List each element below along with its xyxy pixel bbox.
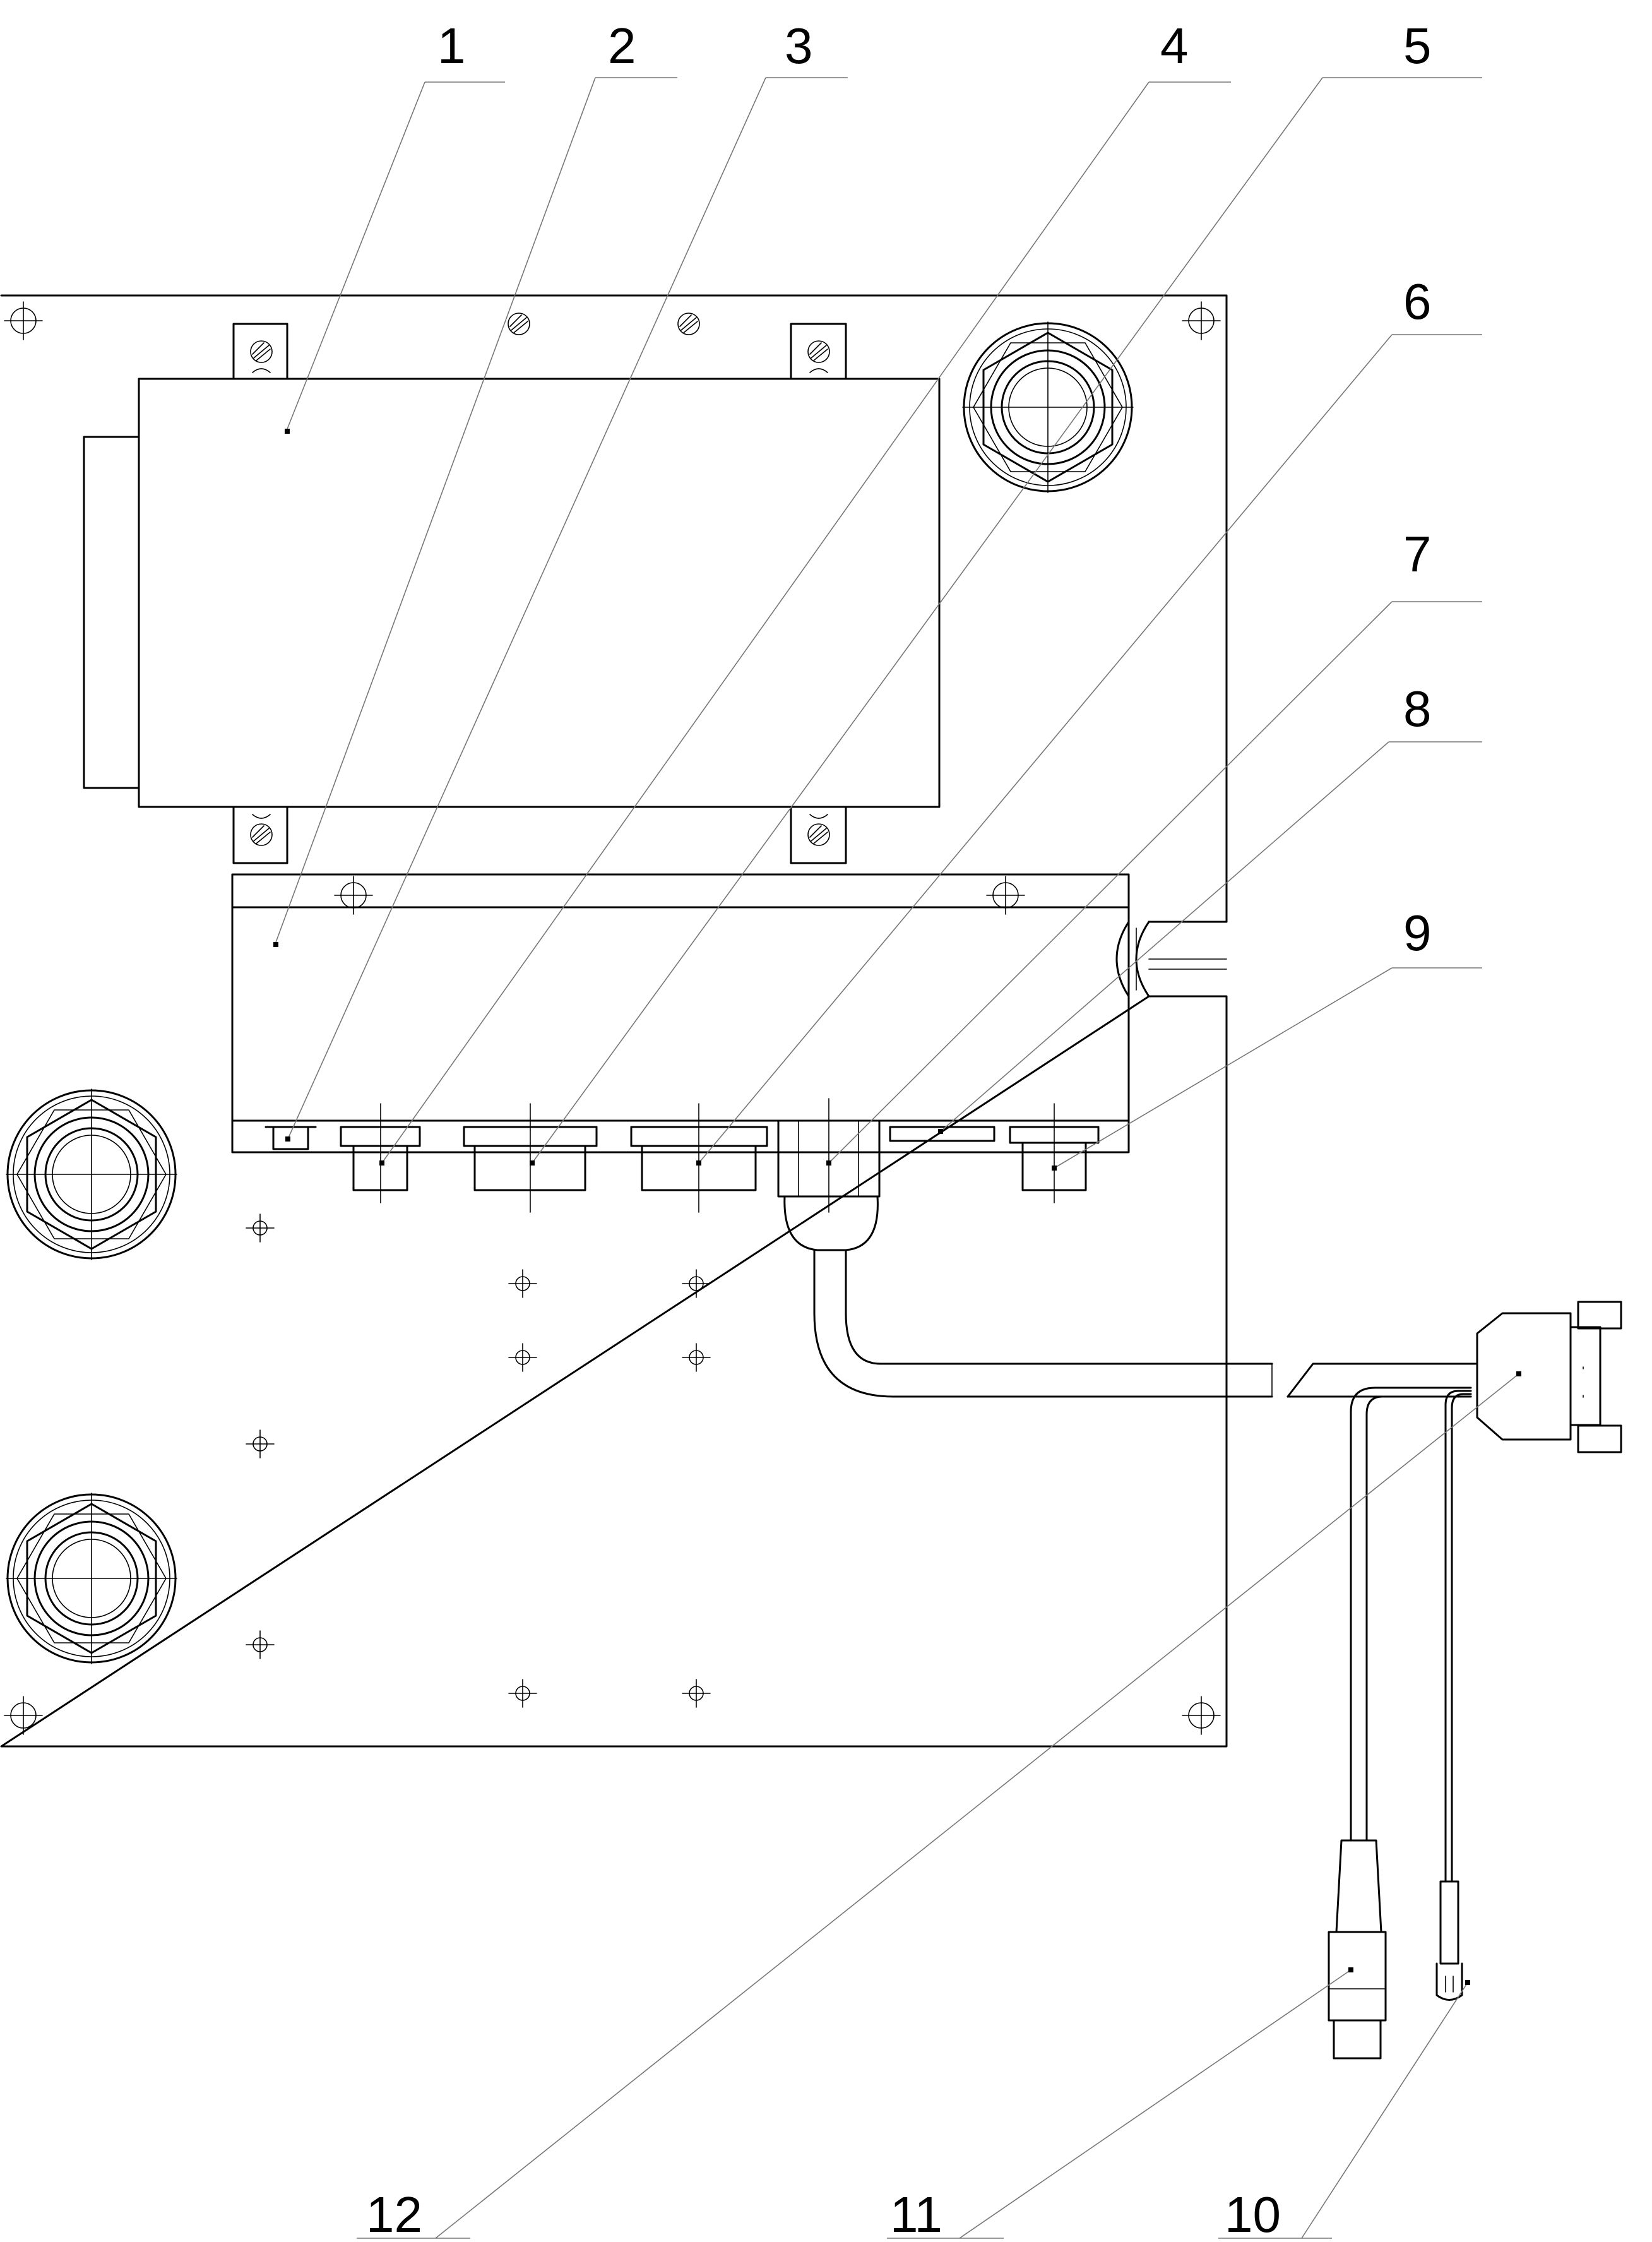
- transformer-unit: [83, 313, 941, 864]
- mounting-plate: [0, 294, 1228, 1748]
- corner-hole-top-right: [1182, 301, 1221, 340]
- callout-10: 10: [1225, 2186, 1281, 2242]
- leader-lines: [275, 77, 1519, 2239]
- callout-6: 6: [1403, 273, 1432, 330]
- callout-3: 3: [785, 18, 813, 74]
- connector-housing: [231, 873, 1227, 1251]
- callout-9: 9: [1403, 905, 1432, 961]
- cable-gland-top-right: [961, 321, 1134, 494]
- callout-5: 5: [1403, 18, 1432, 74]
- callout-labels: 1 2 3 4 5 6 7 8 9 10 11 12: [366, 18, 1432, 2242]
- callout-8: 8: [1403, 681, 1432, 737]
- bracket-screw-icon: [807, 340, 830, 363]
- callout-2: 2: [608, 18, 636, 74]
- callout-1: 1: [437, 18, 466, 74]
- bracket-screw-icon: [250, 823, 273, 846]
- leader-markers: [273, 429, 1521, 1985]
- callout-12: 12: [366, 2186, 422, 2242]
- cable-gland-left-lower: [5, 1492, 178, 1665]
- housing-screw-icon: [986, 876, 1025, 915]
- cable-gland-left-upper: [5, 1088, 178, 1261]
- corner-hole-bottom-right: [1182, 1696, 1221, 1735]
- housing-screw-icon: [334, 876, 373, 915]
- plate-rivets: [246, 1213, 711, 1708]
- corner-hole-top-left: [4, 301, 43, 340]
- callout-11: 11: [890, 2186, 942, 2242]
- bracket-screw-icon: [250, 340, 273, 363]
- plate-screw-icon: [677, 313, 700, 335]
- callout-4: 4: [1160, 18, 1189, 74]
- cable-harness: [813, 1249, 1622, 2060]
- plate-screw-icon: [508, 313, 530, 335]
- corner-hole-bottom-left: [4, 1696, 43, 1735]
- callout-7: 7: [1403, 526, 1432, 582]
- bracket-screw-icon: [807, 823, 830, 846]
